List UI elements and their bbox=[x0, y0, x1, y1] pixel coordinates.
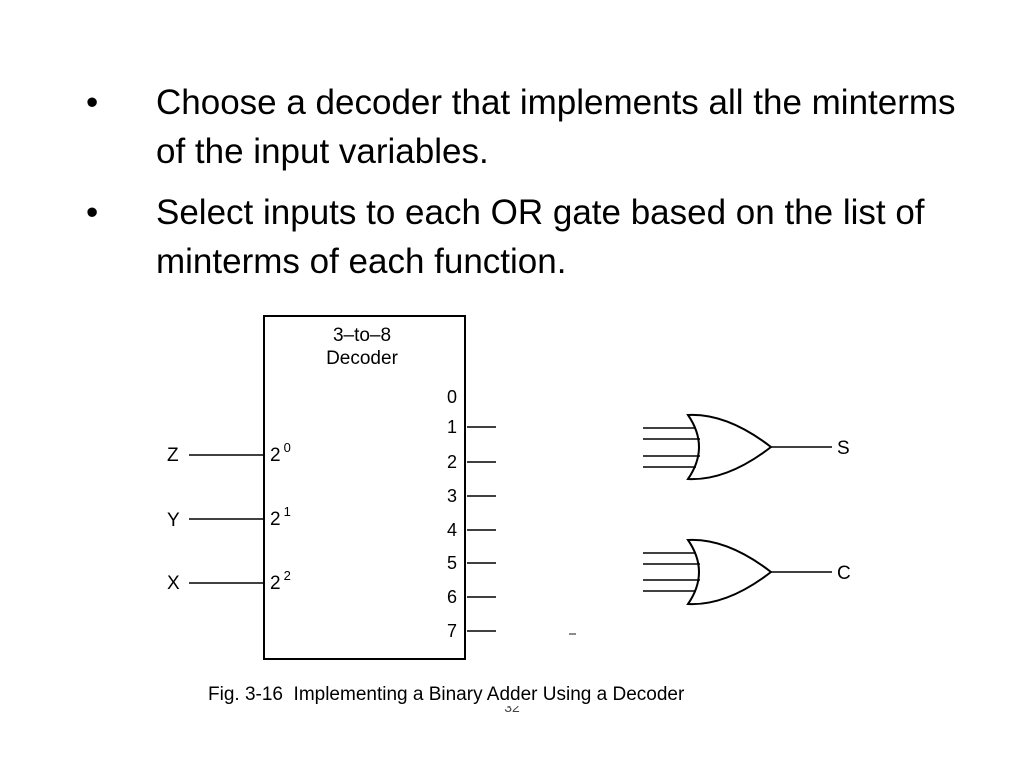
bullet-marker: • bbox=[86, 83, 99, 122]
bullet-item: • Choose a decoder that implements all t… bbox=[0, 78, 1024, 176]
input-signal-label: Y bbox=[167, 510, 180, 531]
output-label-6: 6 bbox=[447, 587, 457, 607]
bullet-text: Select inputs to each OR gate based on t… bbox=[156, 193, 925, 281]
decoder-outputs: 0 1 2 3 4 5 6 7 bbox=[447, 387, 496, 641]
bullet-item: • Select inputs to each OR gate based on… bbox=[0, 188, 1024, 286]
decoder-block bbox=[263, 315, 466, 660]
slide-number-text: 32 bbox=[504, 706, 520, 715]
decoder-title-line2: Decoder bbox=[326, 348, 398, 369]
bullet-text: Choose a decoder that implements all the… bbox=[156, 83, 956, 171]
input-signal-label: X bbox=[167, 573, 180, 594]
or-gate-c: C bbox=[643, 538, 851, 606]
output-label-5: 5 bbox=[447, 553, 457, 573]
output-label-0: 0 bbox=[447, 387, 457, 407]
output-label-4: 4 bbox=[447, 520, 457, 540]
or-output-label: C bbox=[837, 563, 851, 584]
output-label-1: 1 bbox=[447, 417, 457, 437]
or-gate-body bbox=[686, 413, 773, 481]
bullet-marker: • bbox=[86, 193, 99, 232]
figure-caption: Fig. 3-16 Implementing a Binary Adder Us… bbox=[208, 684, 685, 705]
decoder-title-line1: 3–to–8 bbox=[333, 325, 391, 346]
or-gate-body bbox=[686, 538, 773, 606]
or-gate-s: S bbox=[643, 413, 850, 481]
output-label-3: 3 bbox=[447, 486, 457, 506]
slide-number: 32 bbox=[496, 706, 528, 720]
output-label-2: 2 bbox=[447, 452, 457, 472]
or-output-label: S bbox=[837, 438, 850, 459]
bullet-list: • Choose a decoder that implements all t… bbox=[0, 78, 1024, 298]
output-label-7: 7 bbox=[447, 621, 457, 641]
input-signal-label: Z bbox=[167, 445, 179, 466]
